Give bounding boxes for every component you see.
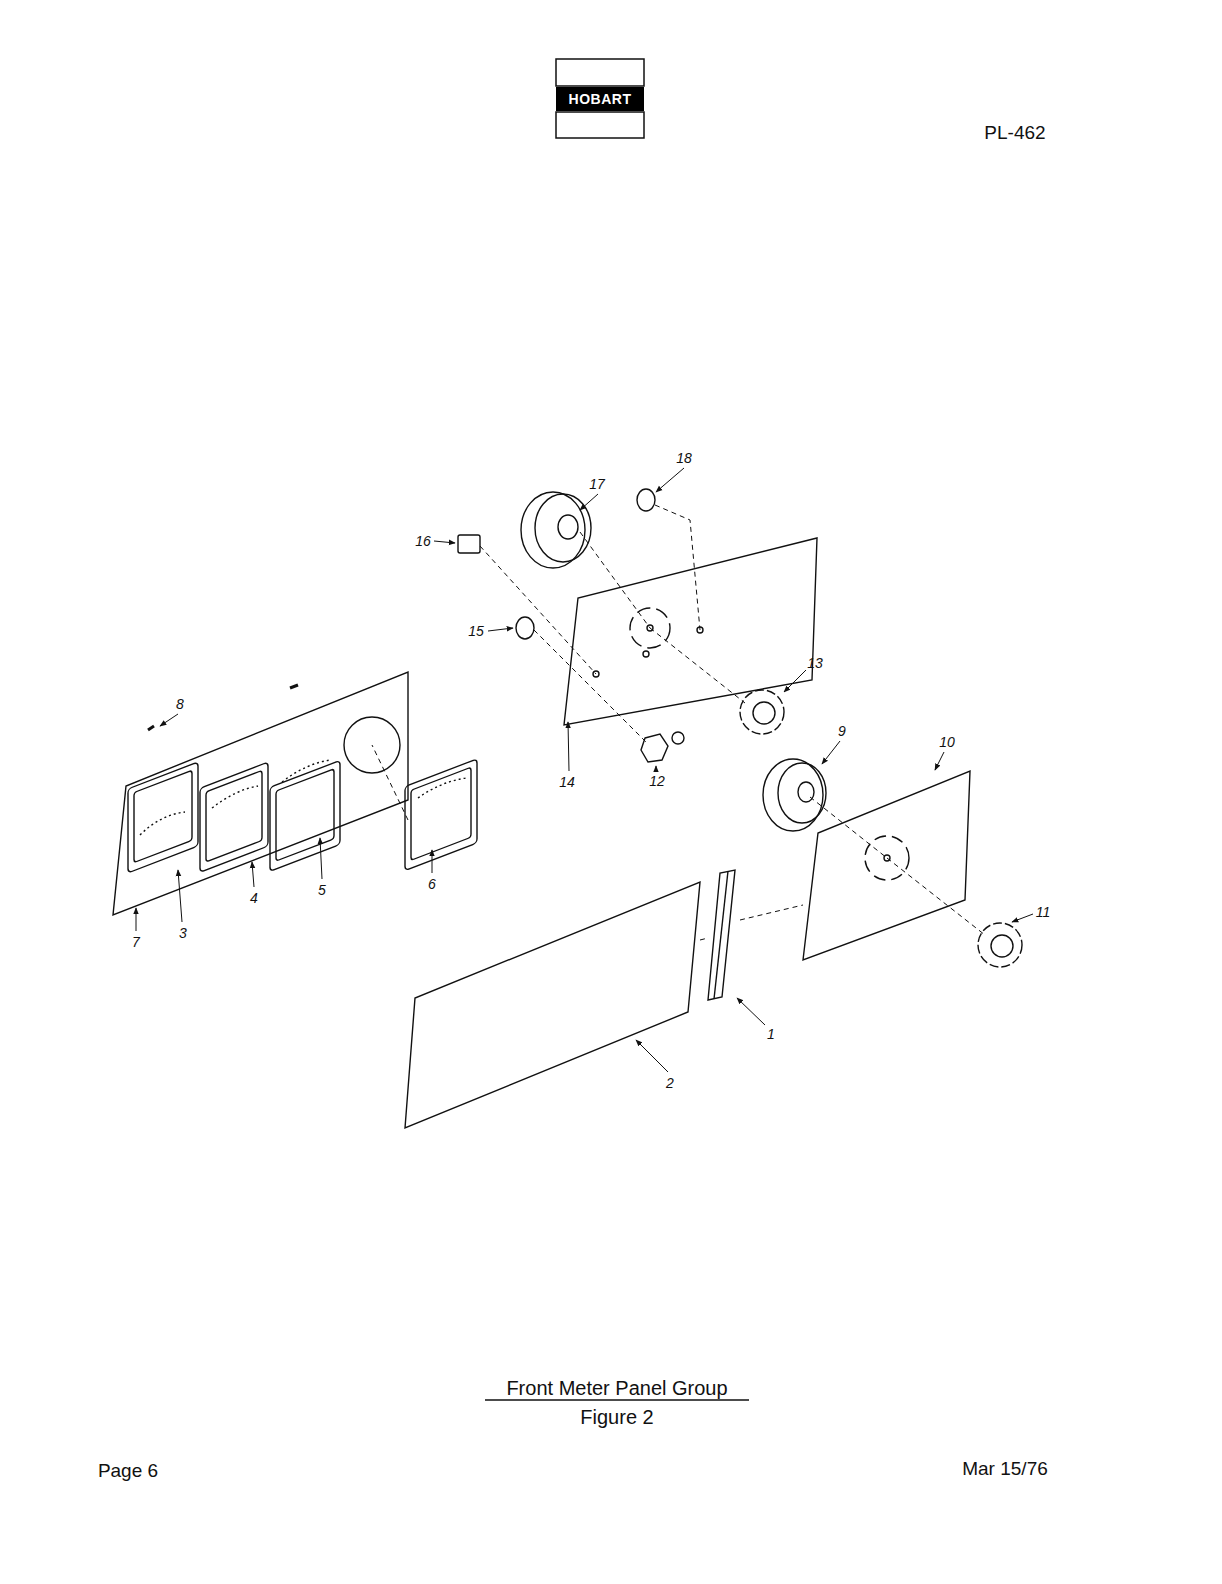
callout-number: 11 bbox=[1036, 905, 1051, 919]
page-label: PL-462 bbox=[984, 123, 1045, 142]
caption-underline bbox=[485, 1399, 749, 1401]
logo-box: HOBART bbox=[556, 87, 644, 111]
knob bbox=[740, 690, 784, 734]
control-panel bbox=[564, 538, 817, 725]
page-label: Page 6 bbox=[98, 1461, 158, 1480]
meters bbox=[128, 759, 477, 873]
callout-number: 7 bbox=[132, 935, 140, 949]
callout-number: 6 bbox=[428, 877, 436, 891]
callout-number: 17 bbox=[589, 477, 605, 491]
callout-number: 18 bbox=[676, 451, 692, 465]
callout-number: 13 bbox=[807, 656, 823, 670]
trim-strip bbox=[708, 870, 735, 1000]
caption: Front Meter Panel Group bbox=[506, 1378, 727, 1398]
callout-number: 10 bbox=[939, 735, 955, 749]
blank-panel bbox=[405, 882, 700, 1128]
logo-text: HOBART bbox=[569, 91, 632, 107]
page-label: Figure 2 bbox=[580, 1407, 653, 1427]
meter-panel bbox=[113, 672, 408, 915]
callout-number: 15 bbox=[468, 624, 484, 638]
callout-number: 3 bbox=[179, 926, 187, 940]
rheostat bbox=[521, 492, 591, 568]
callout-number: 12 bbox=[649, 774, 665, 788]
callout-number: 1 bbox=[767, 1027, 775, 1041]
page-label: Mar 15/76 bbox=[962, 1459, 1048, 1478]
logo-frame bbox=[556, 59, 644, 138]
callout-number: 5 bbox=[318, 883, 326, 897]
callout-number: 8 bbox=[176, 697, 184, 711]
knob bbox=[978, 923, 1022, 967]
callout-number: 16 bbox=[415, 534, 431, 548]
control-panel bbox=[803, 771, 970, 960]
callout-number: 14 bbox=[559, 775, 575, 789]
callout-number: 9 bbox=[838, 724, 846, 738]
callout-number: 4 bbox=[250, 891, 258, 905]
callout-number: 2 bbox=[666, 1076, 674, 1090]
